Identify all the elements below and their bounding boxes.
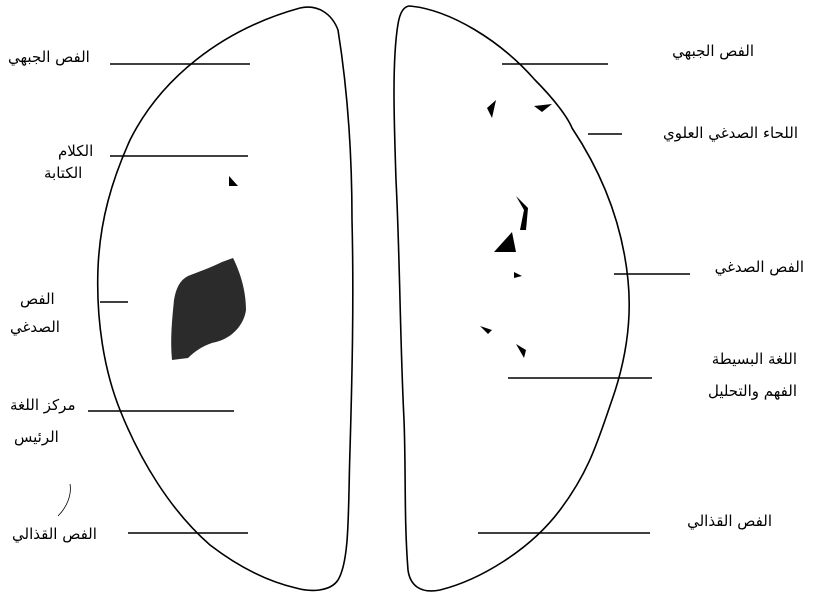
right-mark-5 <box>514 272 522 278</box>
label-left-writing: الكتابة <box>44 162 82 184</box>
label-right-comprehension: الفهم والتحليل <box>708 380 797 402</box>
label-left-speech: الكلام <box>58 140 93 162</box>
right-mark-3 <box>516 196 528 230</box>
right-mark-7 <box>516 344 526 358</box>
right-mark-2 <box>534 104 552 112</box>
label-left-temporal-a: الفص <box>20 288 55 310</box>
label-left-occipital: الفص القذالي <box>12 523 97 545</box>
label-left-language-b: الرئيس <box>14 426 59 448</box>
label-left-temporal-b: الصدغي <box>10 316 60 338</box>
label-right-frontal: الفص الجبهي <box>672 40 754 62</box>
label-right-temporal: الفص الصدغي <box>715 256 804 278</box>
right-mark-6 <box>480 326 492 334</box>
right-hemisphere-outline <box>394 6 629 591</box>
right-mark-1 <box>487 100 496 118</box>
label-right-superior-temporal: اللحاء الصدغي العلوي <box>663 122 798 144</box>
label-left-language-a: مركز اللغة <box>10 394 75 416</box>
stray-mark <box>58 484 70 516</box>
left-shaded-region <box>171 258 246 360</box>
left-small-mark <box>229 176 238 186</box>
label-right-simple-language: اللغة البسيطة <box>712 348 797 370</box>
label-right-occipital: الفص القذالي <box>687 510 772 532</box>
right-mark-4 <box>494 232 516 252</box>
label-left-frontal: الفص الجبهي <box>8 46 90 68</box>
